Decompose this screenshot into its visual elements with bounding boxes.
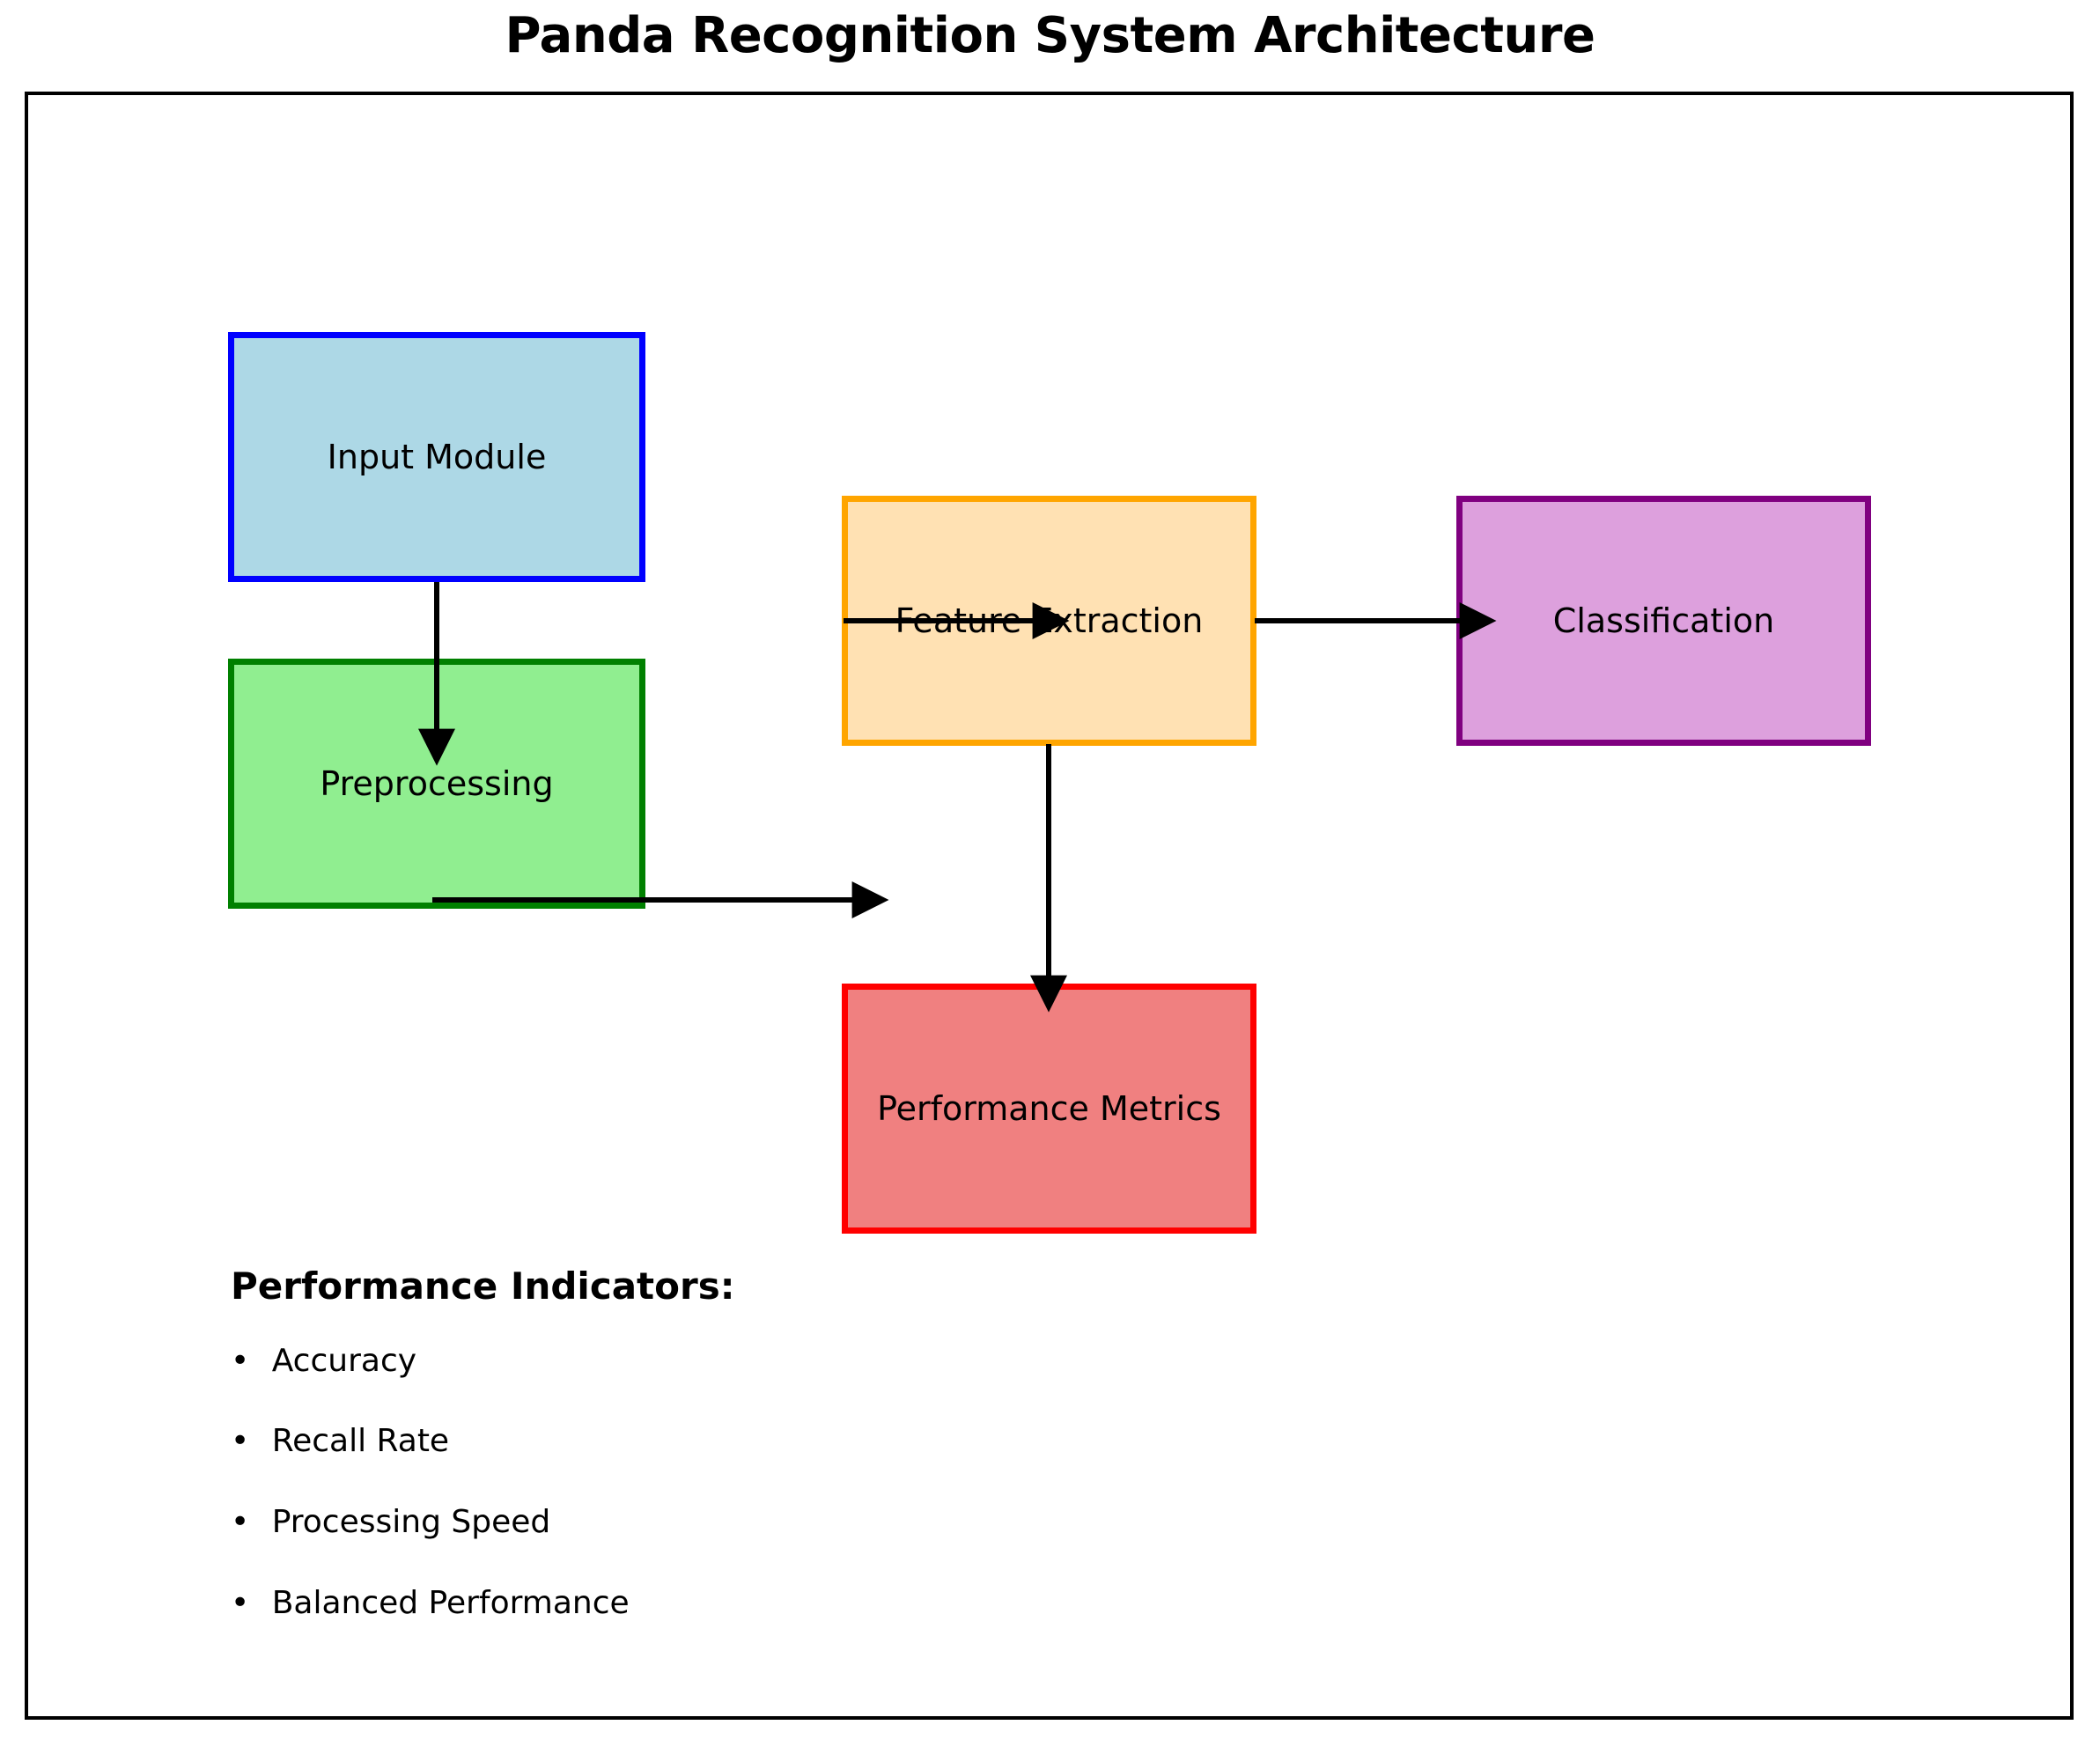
node-performance-metrics[interactable]: Performance Metrics (842, 984, 1256, 1234)
node-feature-extraction[interactable]: Feature Extraction (842, 496, 1256, 746)
legend-item-recall-rate: • Recall Rate (231, 1423, 449, 1459)
legend-item-label: Balanced Performance (271, 1585, 630, 1621)
node-label-feature-extraction: Feature Extraction (895, 601, 1204, 640)
legend-item-label: Processing Speed (271, 1504, 551, 1540)
node-label-classification: Classification (1552, 601, 1775, 640)
legend-item-accuracy: • Accuracy (231, 1343, 416, 1379)
legend-bullet-icon: • (231, 1504, 250, 1540)
page-title: Panda Recognition System Architecture (505, 7, 1595, 64)
legend-item-label: Recall Rate (271, 1423, 450, 1459)
legend-bullet-icon: • (231, 1585, 250, 1621)
node-classification[interactable]: Classification (1456, 496, 1871, 746)
node-input-module[interactable]: Input Module (228, 332, 645, 582)
legend-bullet-icon: • (231, 1343, 250, 1379)
legend-heading: Performance Indicators: (231, 1264, 735, 1308)
node-label-performance-metrics: Performance Metrics (877, 1089, 1221, 1128)
legend-item-label: Accuracy (271, 1343, 417, 1379)
legend-item-processing-speed: • Processing Speed (231, 1504, 550, 1540)
node-label-input-module: Input Module (327, 438, 547, 476)
node-preprocessing[interactable]: Preprocessing (228, 659, 645, 909)
node-label-preprocessing: Preprocessing (320, 764, 554, 803)
legend-bullet-icon: • (231, 1423, 250, 1459)
legend-item-balanced-performance: • Balanced Performance (231, 1585, 630, 1621)
